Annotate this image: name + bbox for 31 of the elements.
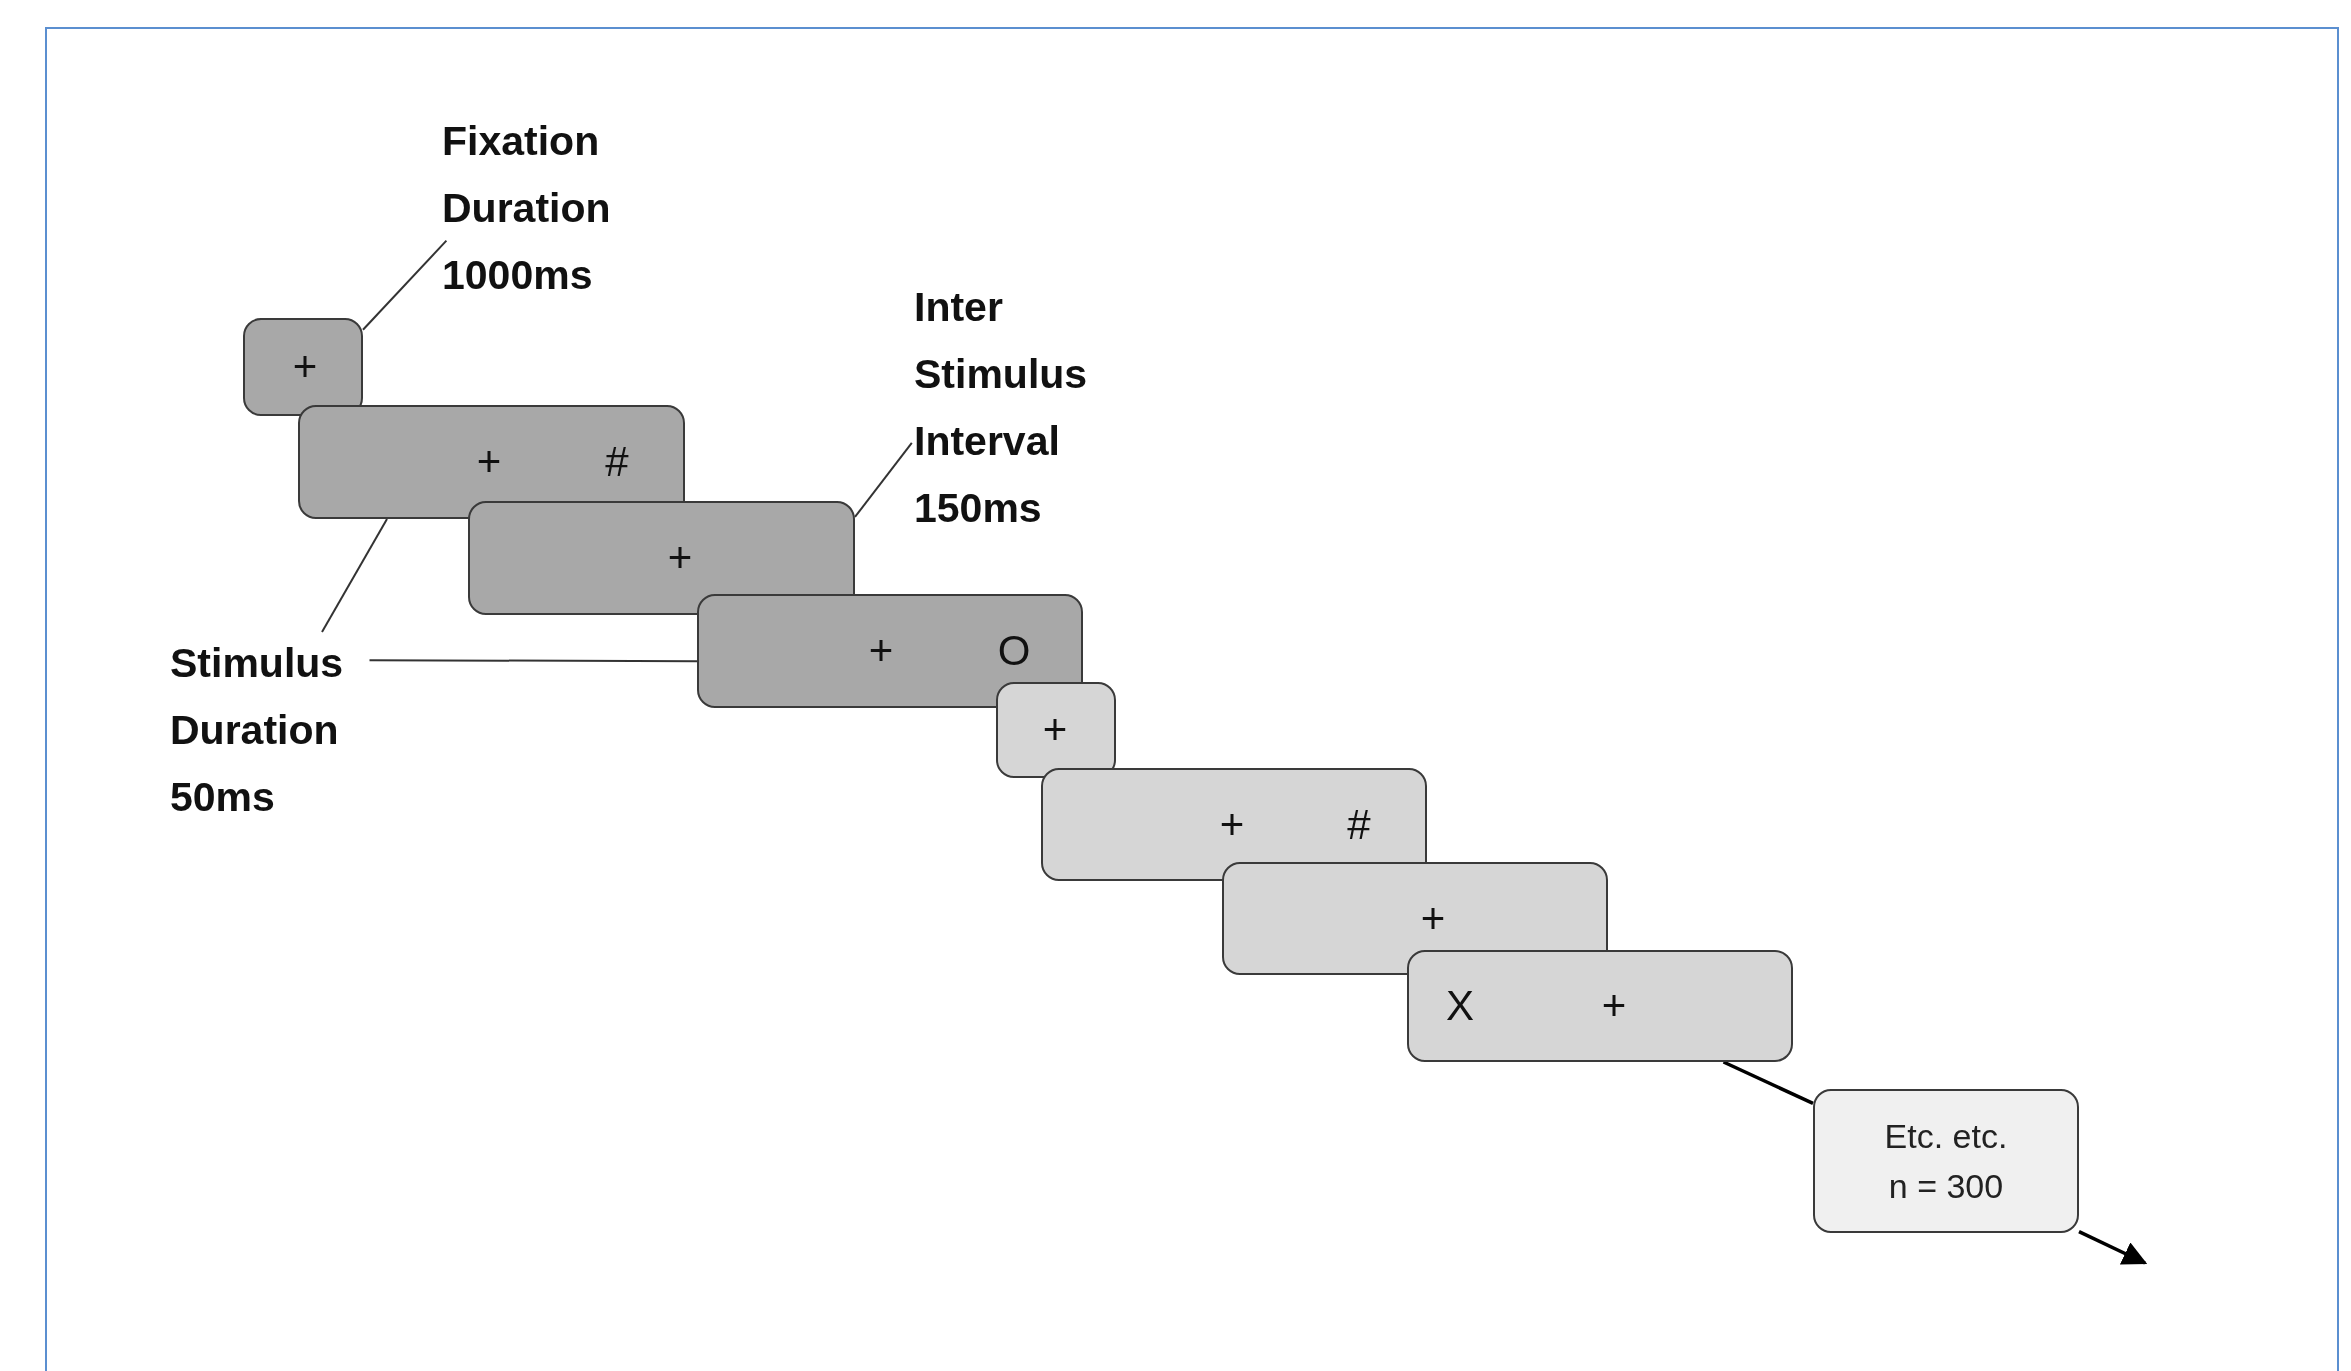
screen-symbol: #: [1347, 803, 1371, 846]
timeline-arrow: [2078, 1230, 2148, 1265]
display-screen: [298, 405, 685, 519]
callout-text: Stimulus Duration 50ms: [170, 630, 344, 831]
display-screen: [996, 682, 1116, 778]
screen-symbol: +: [476, 441, 502, 483]
screen-symbol: +: [868, 630, 894, 672]
screen-symbol: +: [1420, 897, 1446, 940]
end-screen: [1813, 1089, 2079, 1233]
leader-line: [362, 239, 448, 331]
display-screen: [468, 501, 855, 615]
display-screen: [1407, 950, 1793, 1062]
screen-symbol: X: [1446, 985, 1474, 1027]
callout-text: Fixation Duration 1000ms: [442, 108, 611, 309]
screen-symbol: +: [1601, 985, 1627, 1027]
screen-text: Etc. etc.: [1884, 1116, 2008, 1157]
timeline-line: [1722, 1060, 1814, 1105]
callout-text: Inter Stimulus Interval 150ms: [914, 274, 1088, 542]
screen-symbol: +: [292, 346, 318, 388]
display-screen: [697, 594, 1083, 708]
screen-symbol: +: [1042, 709, 1068, 751]
leader-line: [368, 659, 698, 663]
screen-symbol: +: [1219, 803, 1245, 846]
screen-symbol: +: [667, 537, 693, 579]
screen-text: n = 300: [1888, 1166, 2004, 1207]
leader-line: [854, 441, 913, 518]
leader-line: [321, 518, 388, 633]
display-screen: [243, 318, 363, 416]
display-screen: [1041, 768, 1427, 881]
screen-symbol: O: [997, 630, 1031, 672]
screen-symbol: #: [605, 441, 629, 483]
